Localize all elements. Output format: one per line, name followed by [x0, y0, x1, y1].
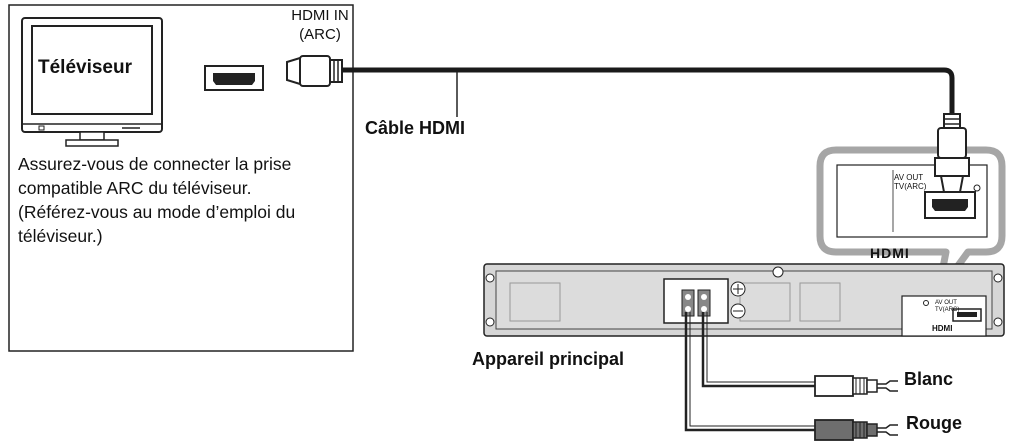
av-out-port-icon — [924, 184, 981, 219]
hdmi-plug-tv-icon — [286, 55, 343, 87]
hdmi-in-label: HDMI IN (ARC) — [284, 6, 356, 44]
hdmi-in-port-icon — [204, 65, 264, 91]
red-wire-label: Rouge — [906, 413, 962, 433]
red-wire-inner — [689, 312, 815, 427]
hdmi-cable — [342, 67, 955, 114]
red-speaker-plug-icon — [814, 419, 898, 441]
device-hdmi-logo: HDMI — [932, 324, 953, 333]
hdmi-logo: HDMI — [870, 245, 910, 261]
av-out-port-label: AV OUT TV(ARC) — [894, 173, 927, 191]
white-speaker-plug-icon — [814, 375, 898, 397]
tv-label: Téléviseur — [38, 57, 132, 78]
tv-icon — [21, 17, 163, 147]
red-wire — [684, 312, 815, 432]
white-wire — [701, 312, 815, 388]
arc-instruction-note: Assurez-vous de connecter la prise compa… — [18, 154, 296, 246]
white-wire-label: Blanc — [904, 369, 954, 389]
main-unit-icon — [483, 263, 1005, 337]
white-wire-inner — [706, 312, 815, 383]
hdmi-plug-device-icon — [934, 113, 970, 193]
main-unit-label: Appareil principal — [472, 349, 625, 369]
device-av-out-label: AV OUT TV(ARC) — [935, 300, 960, 313]
cable-label: Câble HDMI — [365, 118, 466, 138]
hdmi-in-line: HDMI IN (ARC) — [291, 7, 349, 43]
